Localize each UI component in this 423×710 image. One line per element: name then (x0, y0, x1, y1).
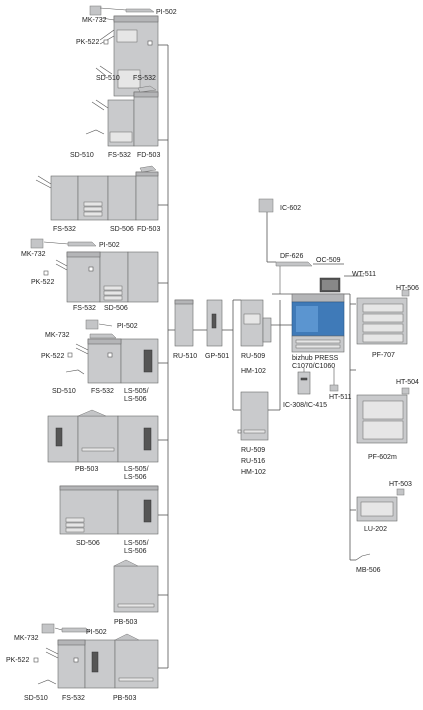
mk732-unit (89, 5, 102, 16)
label-pf602m: PF-602m (368, 454, 397, 461)
label-fd503: FD-503 (137, 226, 160, 233)
label-ic602: IC-602 (280, 205, 301, 212)
label-fs532: FS-532 (133, 75, 156, 82)
config-fs532-sd506: PI-502 MK-732 PK-522 FS-532 SD-506 (21, 238, 159, 312)
label-ls506: LS-506 (124, 548, 147, 555)
label-ht511: HT-511 (329, 394, 352, 401)
label-lu202: LU-202 (364, 526, 387, 533)
label-pk522: PK-522 (76, 39, 99, 46)
label-wt511: WT-511 (352, 271, 376, 278)
mb506-unit (355, 553, 371, 561)
label-sd506: SD-506 (76, 540, 100, 547)
label-pi502: PI-502 (86, 629, 107, 636)
config-sd506-ls505: SD-506 LS-505/ LS-506 (59, 485, 159, 555)
label-fs532: FS-532 (108, 152, 131, 159)
config-pb503: PB-503 (113, 559, 159, 626)
ru510-unit (174, 299, 194, 347)
label-gp501: GP-501 (205, 353, 229, 360)
label-mk732: MK-732 (45, 332, 70, 339)
label-mk732: MK-732 (21, 251, 46, 258)
label-ht503: HT-503 (389, 481, 412, 488)
label-pb503: PB-503 (113, 695, 136, 702)
label-ht506: HT-506 (396, 285, 419, 292)
label-sd510: SD-510 (24, 695, 48, 702)
main-body-group: IC-602 DF-626 OC-509 bizhub PRESS C1070/… (258, 198, 352, 409)
config-fs532-fd503: SD-510 FS-532 FD-503 (70, 85, 160, 159)
label-fs532: FS-532 (73, 305, 96, 312)
label-ru516: RU-516 (241, 458, 265, 465)
label-pk522: PK-522 (31, 279, 54, 286)
df626-unit (275, 261, 313, 267)
label-df626: DF-626 (280, 253, 303, 260)
label-pi502: PI-502 (156, 9, 177, 16)
label-ru510: RU-510 (173, 353, 197, 360)
config-fs532-ls505: MK-732 PI-502 PK-522 SD-510 FS-532 LS-50… (41, 319, 159, 403)
label-fs532: FS-532 (62, 695, 85, 702)
label-main-model-1: bizhub PRESS (292, 355, 339, 362)
label-ls505: LS-505/ (124, 540, 149, 547)
label-main-model-2: C1070/C1060 (292, 363, 335, 370)
config-fs532-sd510: PI-502 MK-732 PK-522 SD-510 FS-532 (76, 5, 177, 97)
connector-lines (158, 44, 364, 669)
label-ls505: LS-505/ (124, 466, 149, 473)
label-sd506: SD-506 (110, 226, 134, 233)
relay-units: RU-510 GP-501 (173, 299, 229, 360)
label-pb503: PB-503 (75, 466, 98, 473)
config-fs532-sd506-fd503: FS-532 SD-506 FD-503 (35, 165, 160, 233)
paper-feed-units: WT-511 HT-506 PF-707 HT-504 PF-602m HT-5… (352, 271, 419, 574)
label-ls506: LS-506 (124, 396, 147, 403)
label-ru509: RU-509 (241, 447, 265, 454)
label-sd510: SD-510 (96, 75, 120, 82)
label-pk522: PK-522 (6, 657, 29, 664)
label-fs532: FS-532 (91, 388, 114, 395)
label-pi502: PI-502 (99, 242, 120, 249)
config-fs532-pb503: MK-732 PI-502 PK-522 SD-510 FS-532 PB-50… (6, 623, 159, 702)
fd503-unit (133, 91, 159, 147)
ic308-unit (297, 371, 311, 395)
label-hm102: HM-102 (241, 368, 266, 375)
hm102-units: RU-509 HM-102 RU-509 RU-516 HM-102 (237, 299, 272, 476)
label-fs532: FS-532 (53, 226, 76, 233)
label-ic308: IC-308/IC-415 (283, 402, 327, 409)
label-ru509: RU-509 (241, 353, 265, 360)
label-ht504: HT-504 (396, 379, 419, 386)
ht511-unit (329, 384, 339, 392)
label-pk522: PK-522 (41, 353, 64, 360)
label-oc509: OC-509 (316, 257, 341, 264)
label-ls506: LS-506 (124, 474, 147, 481)
label-hm102: HM-102 (241, 469, 266, 476)
config-pb503-ls505: PB-503 LS-505/ LS-506 (47, 409, 159, 481)
label-pi502: PI-502 (117, 323, 138, 330)
ic602-unit (258, 198, 274, 213)
label-mk732: MK-732 (14, 635, 39, 642)
label-pf707: PF-707 (372, 352, 395, 359)
label-sd510: SD-510 (52, 388, 76, 395)
label-ls505: LS-505/ (124, 388, 149, 395)
pi502-unit (125, 8, 155, 13)
label-mk732: MK-732 (82, 17, 107, 24)
label-sd510: SD-510 (70, 152, 94, 159)
label-pb503: PB-503 (114, 619, 137, 626)
label-mb506: MB-506 (356, 567, 381, 574)
label-sd506: SD-506 (104, 305, 128, 312)
label-fd503: FD-503 (137, 152, 160, 159)
